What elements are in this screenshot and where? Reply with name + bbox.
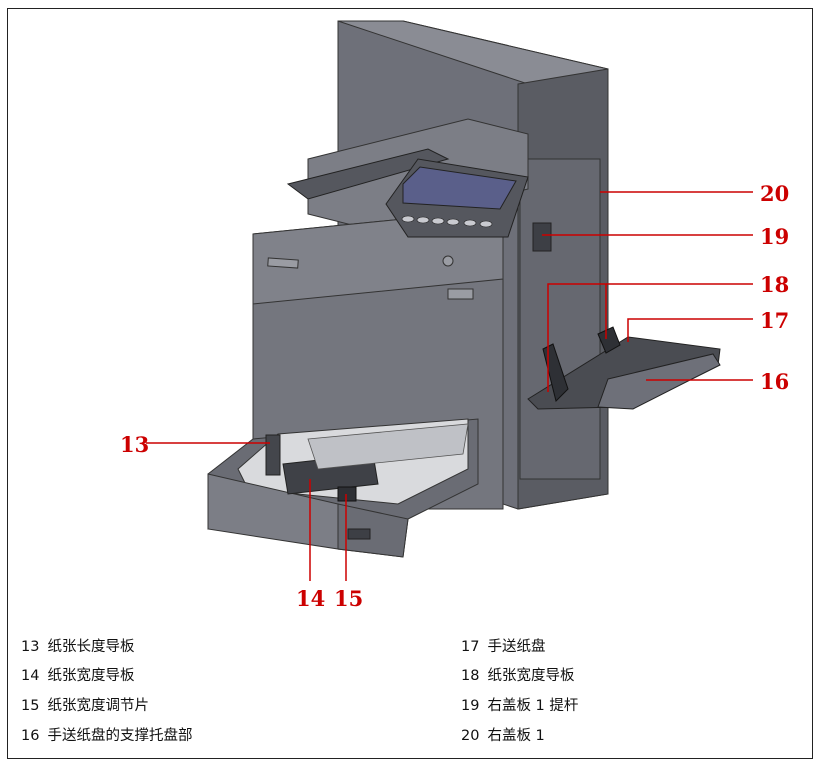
cassette-tray-floor [307, 423, 469, 470]
parts-legend: 13 纸张长度导板 14 纸张宽度导板 15 纸张宽度调节片 16 手送纸盘的支撑托盘部… [8, 9, 814, 760]
right-cover-lever [532, 222, 552, 252]
legend-label: 右盖板 1 提杆 [487, 698, 579, 714]
legend-item-18: 18 纸张宽度导板 [461, 664, 574, 685]
legend-label: 手送纸盘的支撑托盘部 [47, 728, 193, 744]
callout-19: 19 [760, 224, 790, 249]
legend-label: 纸张宽度导板 [487, 668, 575, 684]
panel-buttons [401, 215, 493, 228]
legend-number: 18 [461, 668, 480, 684]
right-cover-1 [519, 158, 601, 480]
callout-13: 13 [120, 432, 150, 457]
legend-label: 纸张宽度调节片 [47, 698, 149, 714]
legend-label: 右盖板 1 [487, 728, 545, 744]
legend-number: 16 [21, 728, 40, 744]
legend-number: 17 [461, 639, 480, 655]
mp-width-guide [542, 343, 569, 402]
legend-item-14: 14 纸张宽度导板 [21, 664, 134, 685]
legend-item-17: 17 手送纸盘 [461, 635, 545, 656]
legend-label: 纸张宽度导板 [47, 668, 135, 684]
callout-15: 15 [334, 586, 364, 611]
callout-17: 17 [760, 308, 790, 333]
width-adjust-tab [337, 486, 357, 502]
legend-label: 手送纸盘 [487, 639, 546, 655]
mp-width-guide-right [597, 326, 621, 354]
leader-lines [146, 191, 753, 581]
legend-number: 15 [21, 698, 40, 714]
stacker-arm [286, 148, 450, 200]
callout-18: 18 [760, 272, 790, 297]
callout-20: 20 [760, 181, 790, 206]
legend-number: 19 [461, 698, 480, 714]
legend-label: 纸张长度导板 [47, 639, 135, 655]
cassette-front-right [337, 503, 409, 558]
mp-tray-extension [597, 353, 721, 410]
leader-17 [627, 318, 753, 342]
legend-item-13: 13 纸张长度导板 [21, 635, 134, 656]
legend-item-15: 15 纸张宽度调节片 [21, 694, 149, 715]
touch-screen [402, 166, 517, 210]
power-button [442, 255, 454, 267]
callout-16: 16 [760, 369, 790, 394]
legend-number: 13 [21, 639, 40, 655]
legend-number: 20 [461, 728, 480, 744]
legend-item-20: 20 右盖板 1 [461, 724, 545, 745]
front-slot [447, 288, 474, 300]
legend-item-19: 19 右盖板 1 提杆 [461, 694, 578, 715]
callout-14: 14 [296, 586, 326, 611]
leader-18 [547, 283, 607, 392]
printer-illustration [146, 20, 753, 581]
front-handle [267, 257, 299, 269]
legend-item-16: 16 手送纸盘的支撑托盘部 [21, 724, 192, 745]
paper-length-guide [265, 434, 281, 476]
document-frame: 20 19 18 17 16 13 14 15 13 纸张长度导板 14 纸张宽度导… [7, 8, 813, 759]
cassette-handle [347, 528, 371, 540]
legend-number: 14 [21, 668, 40, 684]
